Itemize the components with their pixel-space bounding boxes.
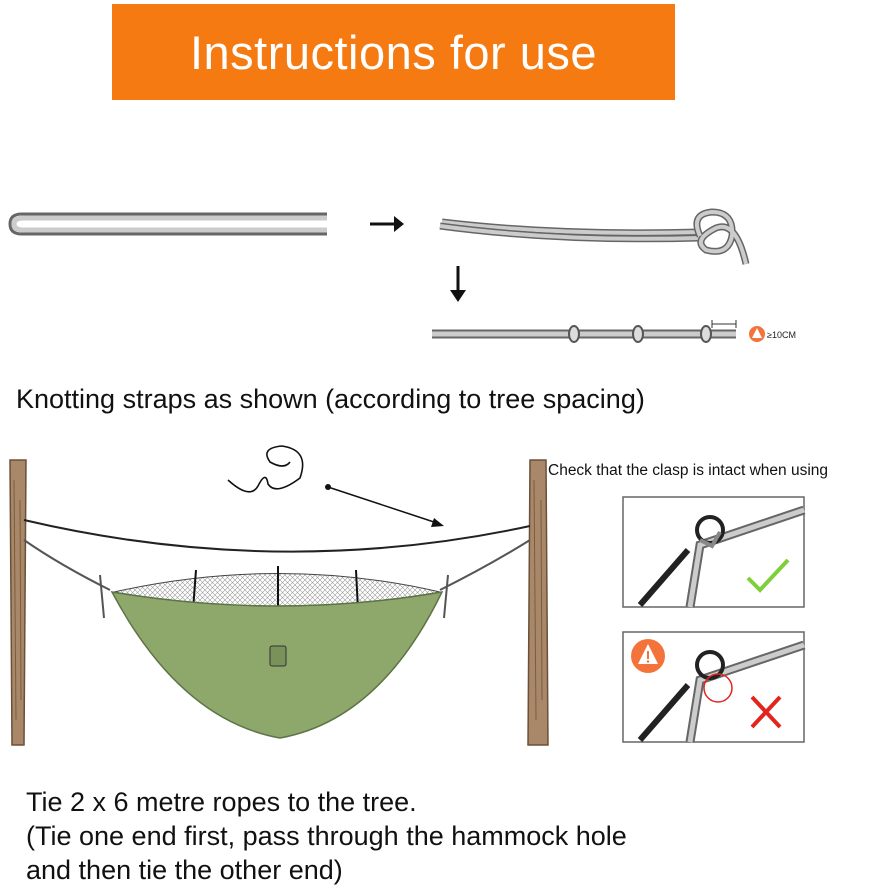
- rope-instructions: Tie 2 x 6 metre ropes to the tree. (Tie …: [26, 785, 627, 887]
- straps-caption: Knotting straps as shown (according to t…: [16, 384, 645, 414]
- rope-coil-icon: [227, 445, 304, 493]
- left-suspension: [23, 539, 111, 591]
- left-tree: [9, 459, 27, 746]
- strap-folded: [8, 212, 327, 236]
- cross-mark-icon: [750, 695, 782, 729]
- page-title: Instructions for use: [189, 25, 598, 79]
- clasp-caption: Check that the clasp is intact when usin…: [548, 462, 829, 479]
- arrow-right-icon: [370, 216, 404, 232]
- strap-knotted-series: [432, 320, 737, 343]
- arrow-down-icon: [450, 266, 466, 302]
- strap-with-knot: [439, 208, 750, 265]
- strap-measurement: ≥10CM: [767, 330, 796, 340]
- rope-instruction-line-2: (Tie one end first, pass through the ham…: [26, 821, 627, 851]
- warning-triangle-icon: [749, 326, 765, 342]
- rope-instruction-line-1: Tie 2 x 6 metre ropes to the tree.: [26, 787, 417, 817]
- title-banner: Instructions for use: [112, 4, 675, 100]
- clasp-wrong-panel: [622, 631, 806, 743]
- ridge-line: [23, 519, 531, 553]
- warning-triangle-icon: [631, 639, 665, 673]
- check-mark-icon: [746, 558, 790, 593]
- right-tree: [527, 459, 549, 746]
- clasp-correct-panel: [622, 496, 806, 608]
- rope-instruction-line-3: and then tie the other end): [26, 855, 343, 885]
- right-suspension: [439, 539, 531, 591]
